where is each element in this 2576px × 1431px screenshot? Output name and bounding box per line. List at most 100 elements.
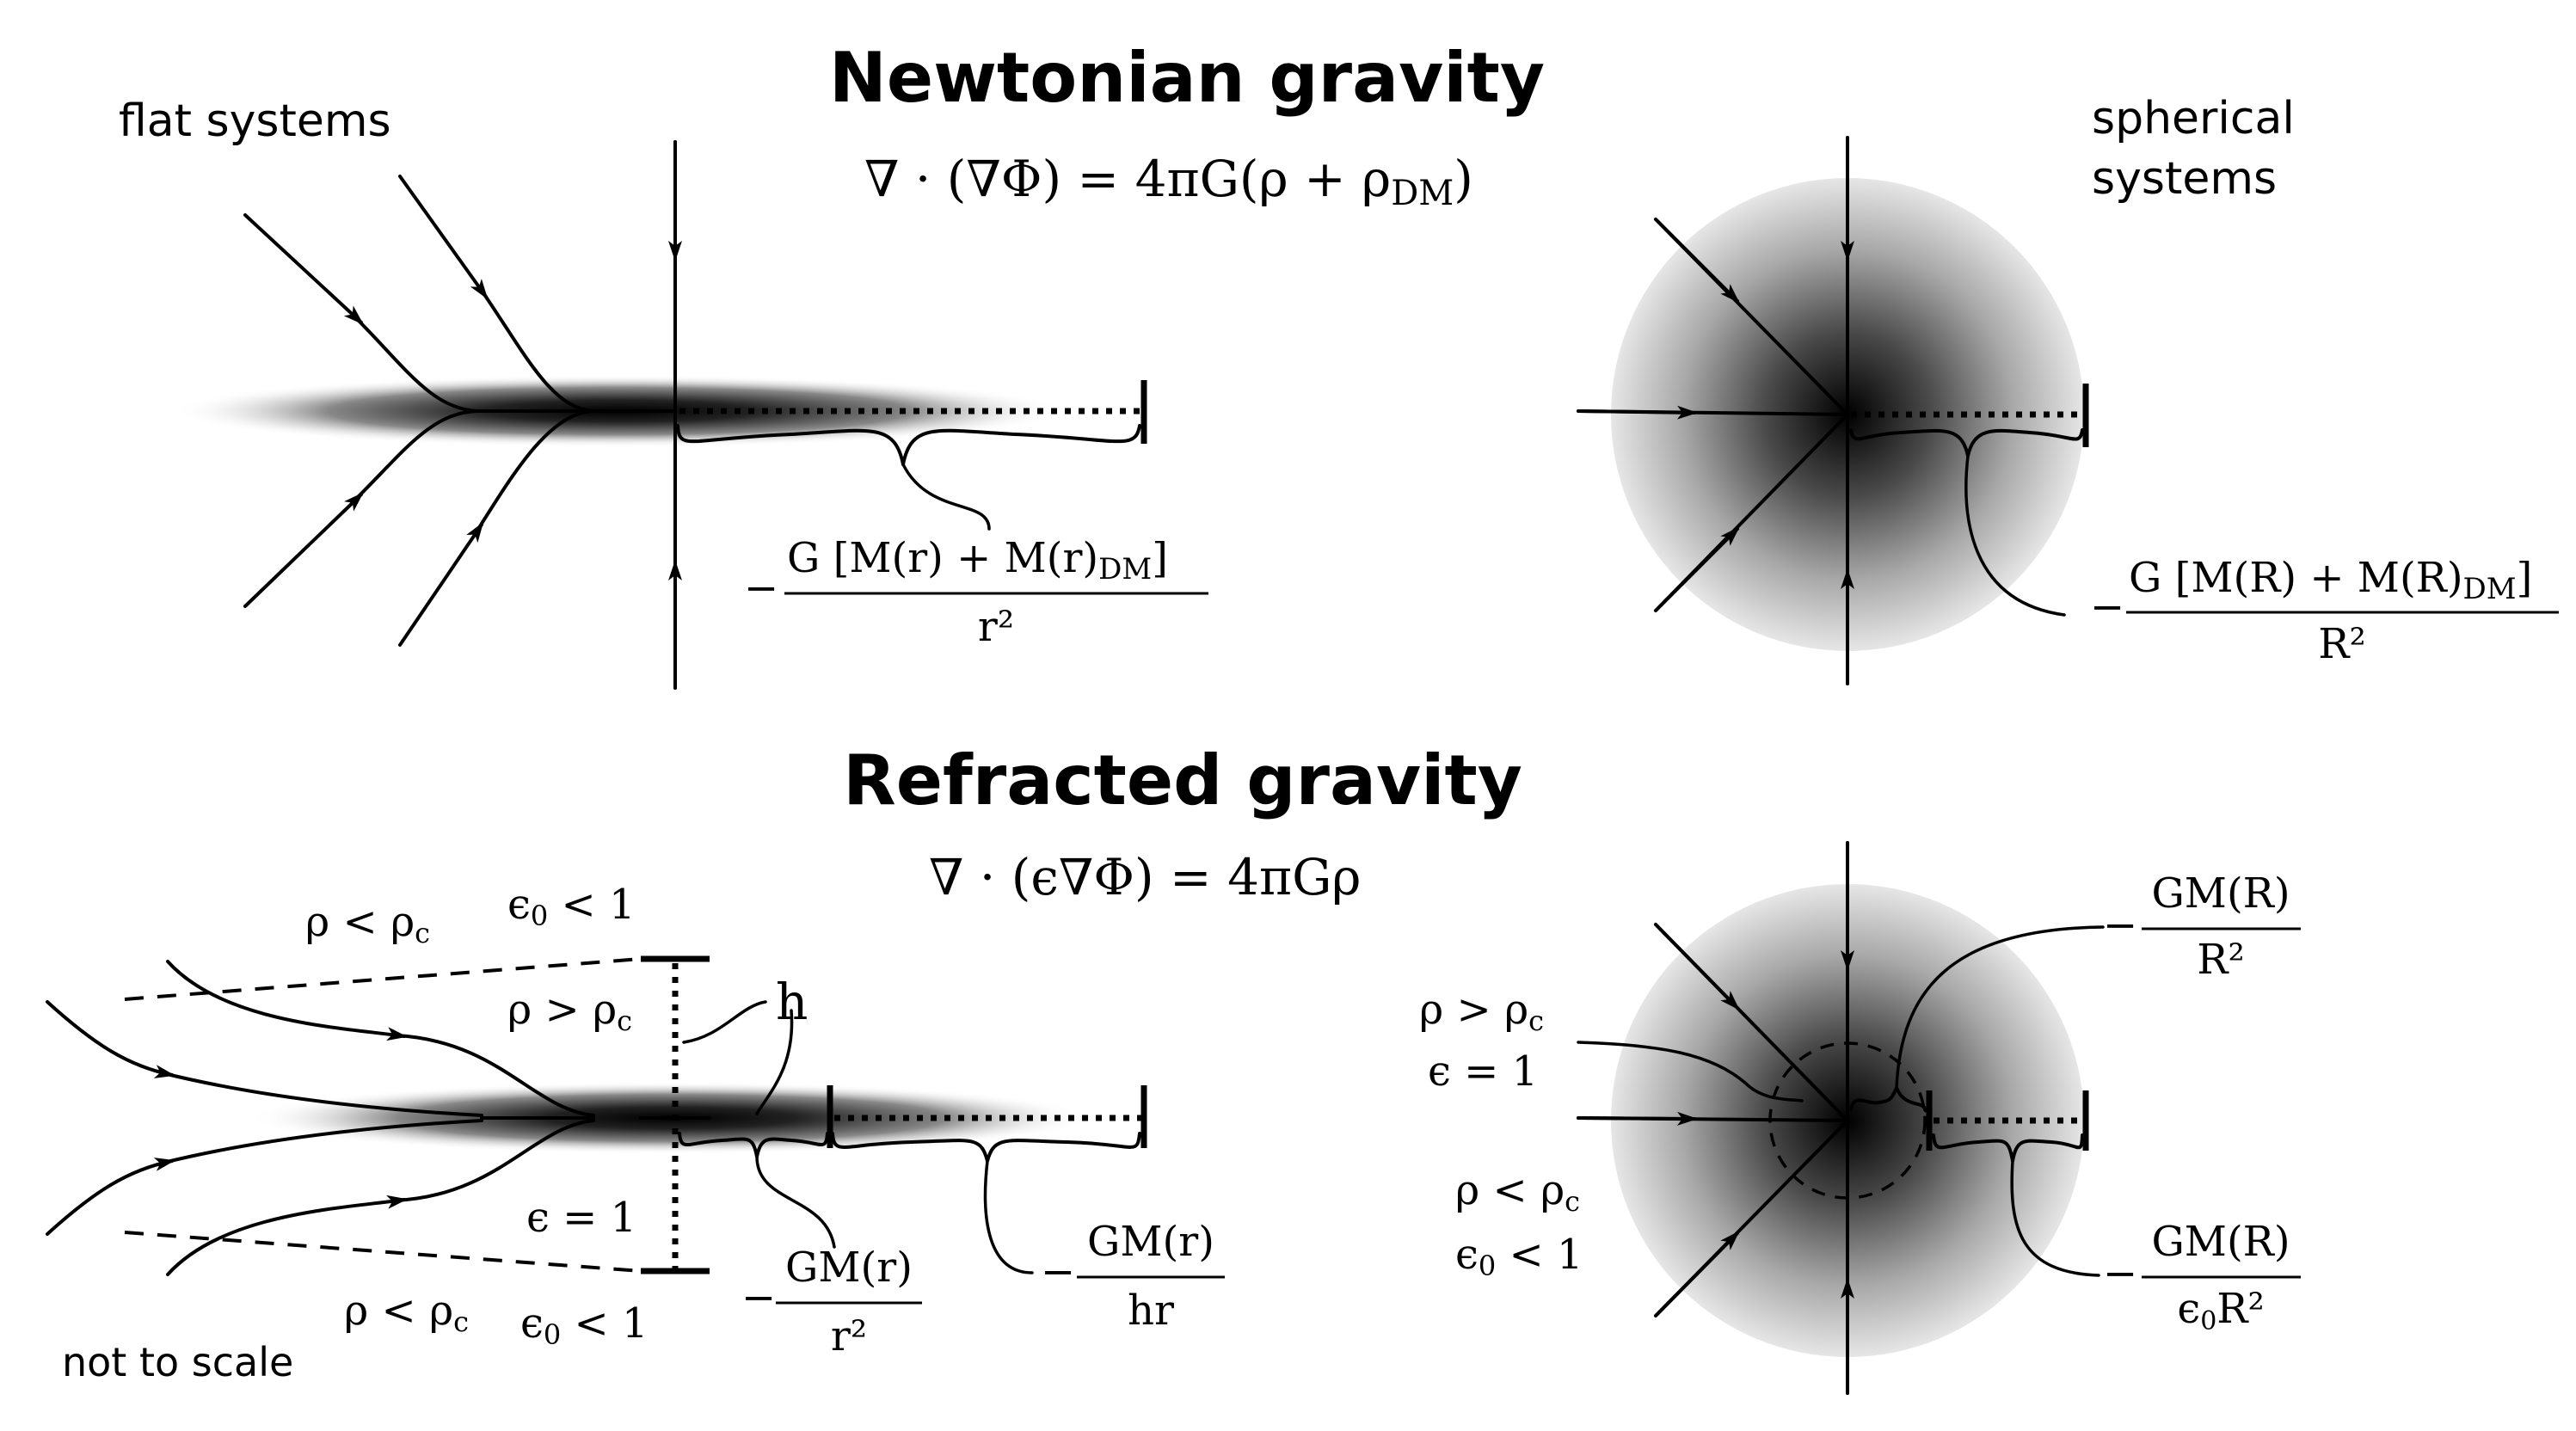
sphere-arrow-horizontal [1577, 405, 1698, 420]
slab-boundary-bottom [124, 1231, 642, 1273]
title-newtonian-gravity: Newtonian gravity [829, 38, 1545, 118]
sphere-arrow-diag-top [1654, 218, 1740, 304]
accel-sph-numerator: G [M(R) + M(R) [2129, 554, 2463, 602]
field-line-3a [398, 175, 489, 300]
scale-height-label: h [776, 973, 808, 1031]
cond-top-rho-sub: c [415, 917, 430, 949]
newtonian-flat-system: − G [M(r) + M(r)DM] r² [172, 140, 1208, 690]
accel-sph-sub: DM [2463, 572, 2517, 606]
accel-sub: DM [1098, 552, 1152, 587]
cond-bottom-eps-sub: 0 [544, 1318, 561, 1351]
svg-text:G [M(r) + M(r)DM]: G [M(r) + M(r)DM] [787, 534, 1168, 587]
accel-newtonian-spherical: − G [M(R) + M(R)DM] R² [2090, 554, 2559, 668]
ref-field-line-4b [394, 1119, 595, 1202]
cond-top-rho-text: ρ < ρ [305, 898, 415, 946]
accel-refracted-sph-inner: − GM(R) R² [2103, 869, 2301, 984]
label-not-to-scale: not to scale [62, 1339, 293, 1385]
accel-sph-minus: − [2090, 583, 2124, 631]
accel-inner-minus: − [741, 1274, 776, 1322]
accel-outer-numerator: GM(r) [1087, 1218, 1214, 1266]
ref-sphere-condition-pointer [1577, 1041, 1804, 1102]
accel-sph-outer-numerator: GM(R) [2151, 1218, 2290, 1266]
refracted-flat-system: ρ < ρc ϵ0 < 1 ρ > ρc h ϵ = 1 ρ < ρc ϵ0 <… [46, 881, 1225, 1360]
cond-top-eps-sub: 0 [531, 900, 548, 932]
cond-inner-rho-text: ρ > ρ [507, 986, 617, 1034]
ref-field-line-2b [162, 1072, 483, 1117]
sphere-arrow-diag-bottom [1654, 526, 1740, 612]
field-line-3b [478, 286, 595, 413]
label-spherical-line1: spherical [2092, 93, 2295, 144]
ref-field-line-3b [162, 1119, 483, 1164]
ref-field-line-4a [166, 1195, 408, 1276]
cond-top-eps: ϵ0 < 1 [507, 881, 636, 932]
brace-outer-pointer [983, 1159, 1034, 1274]
ref-field-line-3a [46, 1158, 175, 1236]
cond-inner-eps: ϵ = 1 [526, 1194, 636, 1242]
cond-bottom-rho-text: ρ < ρ [344, 1287, 453, 1335]
accel-outer-denominator: hr [1128, 1287, 1174, 1335]
cond-inner-rho-sub: c [617, 1004, 632, 1037]
ref-sphere-arrow-diag-bottom [1654, 1231, 1740, 1317]
field-line-4b [474, 409, 595, 535]
accel-inner-numerator: GM(r) [785, 1244, 913, 1292]
ref-sph-cond-in-rho-sub: c [1528, 1004, 1544, 1037]
sphere-brace-pointer [1964, 454, 2066, 617]
accel-sph-outer-denominator-rest: R² [2216, 1285, 2264, 1333]
slab-boundary-top [124, 957, 642, 1001]
field-line-2b [351, 409, 479, 504]
ref-sph-cond-out-rho-sub: c [1565, 1185, 1580, 1218]
ref-sph-cond-out-eps: ϵ0 < 1 [1455, 1231, 1583, 1282]
ref-sphere-arrow-horizontal [1577, 1111, 1698, 1126]
label-flat-systems: flat systems [119, 95, 391, 147]
ref-sph-cond-out-eps-rest: < 1 [1496, 1231, 1583, 1279]
ref-sphere-arrow-diag-top [1654, 923, 1740, 1010]
field-line-4a [398, 521, 484, 647]
ref-sph-cond-out-eps-sym: ϵ [1455, 1231, 1479, 1279]
ref-sph-cond-out-rho-text: ρ < ρ [1455, 1166, 1565, 1214]
ref-sphere-brace-inner-pointer [1895, 925, 2105, 1090]
accel-sph-inner-numerator: GM(R) [2151, 869, 2290, 918]
cond-inner-rho: ρ > ρc [507, 986, 632, 1037]
equation-newtonian-sub: DM [1391, 174, 1454, 213]
ref-field-line-2a [46, 1000, 175, 1078]
ref-sph-cond-in-rho: ρ > ρc [1419, 986, 1544, 1037]
accel-newtonian-flat: − G [M(r) + M(r)DM] r² [744, 534, 1208, 651]
cond-bottom-eps-rest: < 1 [561, 1299, 648, 1348]
h-pointer-upper [682, 1000, 767, 1044]
accel-denominator: r² [978, 603, 1014, 651]
accel-refracted-flat-inner: − GM(r) r² [741, 1244, 922, 1360]
cond-top-rho: ρ < ρc [305, 898, 430, 949]
brace-pointer [901, 463, 991, 531]
brace-inner-pointer [755, 1155, 836, 1249]
accel-refracted-sph-outer: − GM(R) ϵ0R² [2103, 1218, 2301, 1336]
ref-sph-cond-in-rho-text: ρ > ρ [1419, 986, 1528, 1034]
equation-newtonian-close: ) [1454, 150, 1473, 208]
cond-bottom-rho-sub: c [453, 1305, 469, 1338]
accel-sph-inner-denominator: R² [2197, 936, 2244, 984]
svg-text:∇ · (∇Φ) = 4πG(ρ + ρDM): ∇ · (∇Φ) = 4πG(ρ + ρDM) [864, 150, 1473, 213]
equation-refracted: ∇ · (ϵ∇Φ) = 4πGρ [929, 848, 1362, 906]
ref-sph-cond-out-rho: ρ < ρc [1455, 1166, 1580, 1218]
accel-sph-inner-minus: − [2103, 901, 2137, 949]
accel-sph-close: ] [2517, 554, 2533, 602]
newtonian-spherical-system: − G [M(R) + M(R)DM] R² [1577, 136, 2559, 685]
cond-bottom-eps: ϵ0 < 1 [520, 1299, 649, 1351]
ref-field-line-1b [394, 1034, 595, 1117]
svg-text:G [M(R) + M(R)DM]: G [M(R) + M(R)DM] [2129, 554, 2532, 606]
accel-refracted-flat-outer: − GM(r) hr [1041, 1218, 1225, 1335]
accel-inner-denominator: r² [831, 1312, 867, 1360]
field-line-1b [351, 313, 479, 413]
cond-top-eps-sym: ϵ [507, 881, 531, 929]
h-pointer-lower [755, 1009, 794, 1115]
cond-top-eps-rest: < 1 [548, 881, 635, 929]
accel-sph-outer-minus: − [2103, 1250, 2137, 1298]
accel-sph-outer-denominator-eps: ϵ [2177, 1285, 2200, 1333]
accel-numerator: G [M(r) + M(r) [787, 534, 1098, 582]
accel-outer-minus: − [1041, 1248, 1075, 1296]
ref-sph-cond-out-eps-sub: 0 [1479, 1250, 1496, 1282]
title-refracted-gravity: Refracted gravity [843, 740, 1522, 820]
accel-minus: − [744, 564, 778, 612]
accel-sph-denominator: R² [2318, 620, 2365, 668]
cond-bottom-eps-sym: ϵ [520, 1299, 544, 1348]
